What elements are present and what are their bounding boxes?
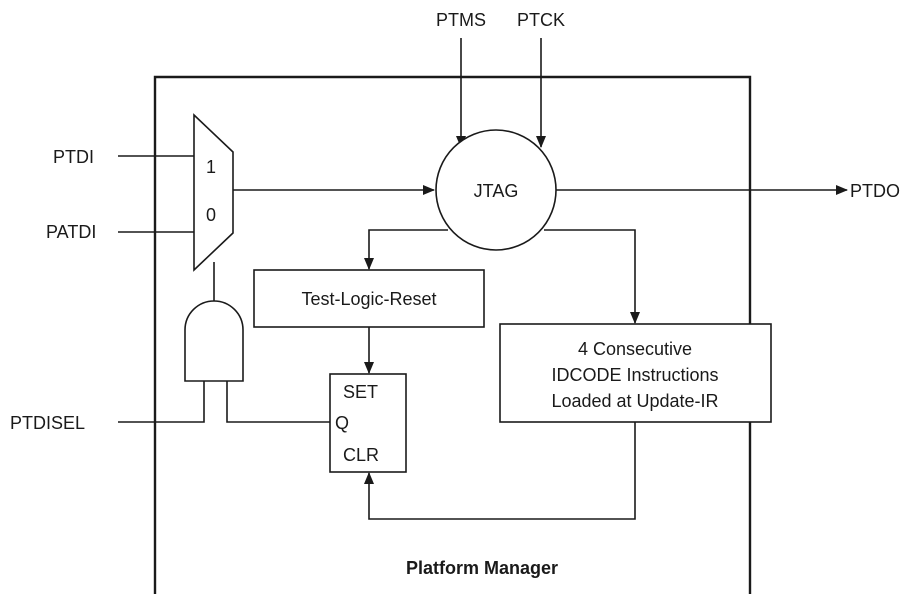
idcode-line-2: IDCODE Instructions <box>551 365 718 385</box>
jtag-to-tlr-wire <box>364 229 448 270</box>
ptdisel-wire <box>118 381 205 423</box>
flipflop-set-label: SET <box>343 382 378 402</box>
idcode-to-clr-wire <box>364 422 636 520</box>
flipflop-q-label: Q <box>335 413 349 433</box>
ptdi-label: PTDI <box>53 147 94 167</box>
ptms-label: PTMS <box>436 10 486 30</box>
set-clr-flipflop <box>329 373 407 473</box>
jtag-to-idcode-wire <box>544 229 640 324</box>
ptdisel-label: PTDISEL <box>10 413 85 433</box>
and-gate <box>184 300 244 382</box>
test-logic-reset-label: Test-Logic-Reset <box>301 289 436 309</box>
platform-manager-title: Platform Manager <box>406 558 558 578</box>
idcode-instructions-box <box>499 323 772 423</box>
q-feedback-wire <box>226 381 330 423</box>
idcode-line-3: Loaded at Update-IR <box>551 391 718 411</box>
ptdo-label: PTDO <box>850 181 900 201</box>
patdi-label: PATDI <box>46 222 96 242</box>
test-logic-reset-box <box>253 269 485 328</box>
mux-input-0-label: 0 <box>206 205 216 225</box>
mux-input-1-label: 1 <box>206 157 216 177</box>
mux <box>193 113 234 272</box>
idcode-line-1: 4 Consecutive <box>578 339 692 359</box>
flipflop-clr-label: CLR <box>343 445 379 465</box>
jtag-label: JTAG <box>474 181 519 201</box>
ptck-label: PTCK <box>517 10 565 30</box>
